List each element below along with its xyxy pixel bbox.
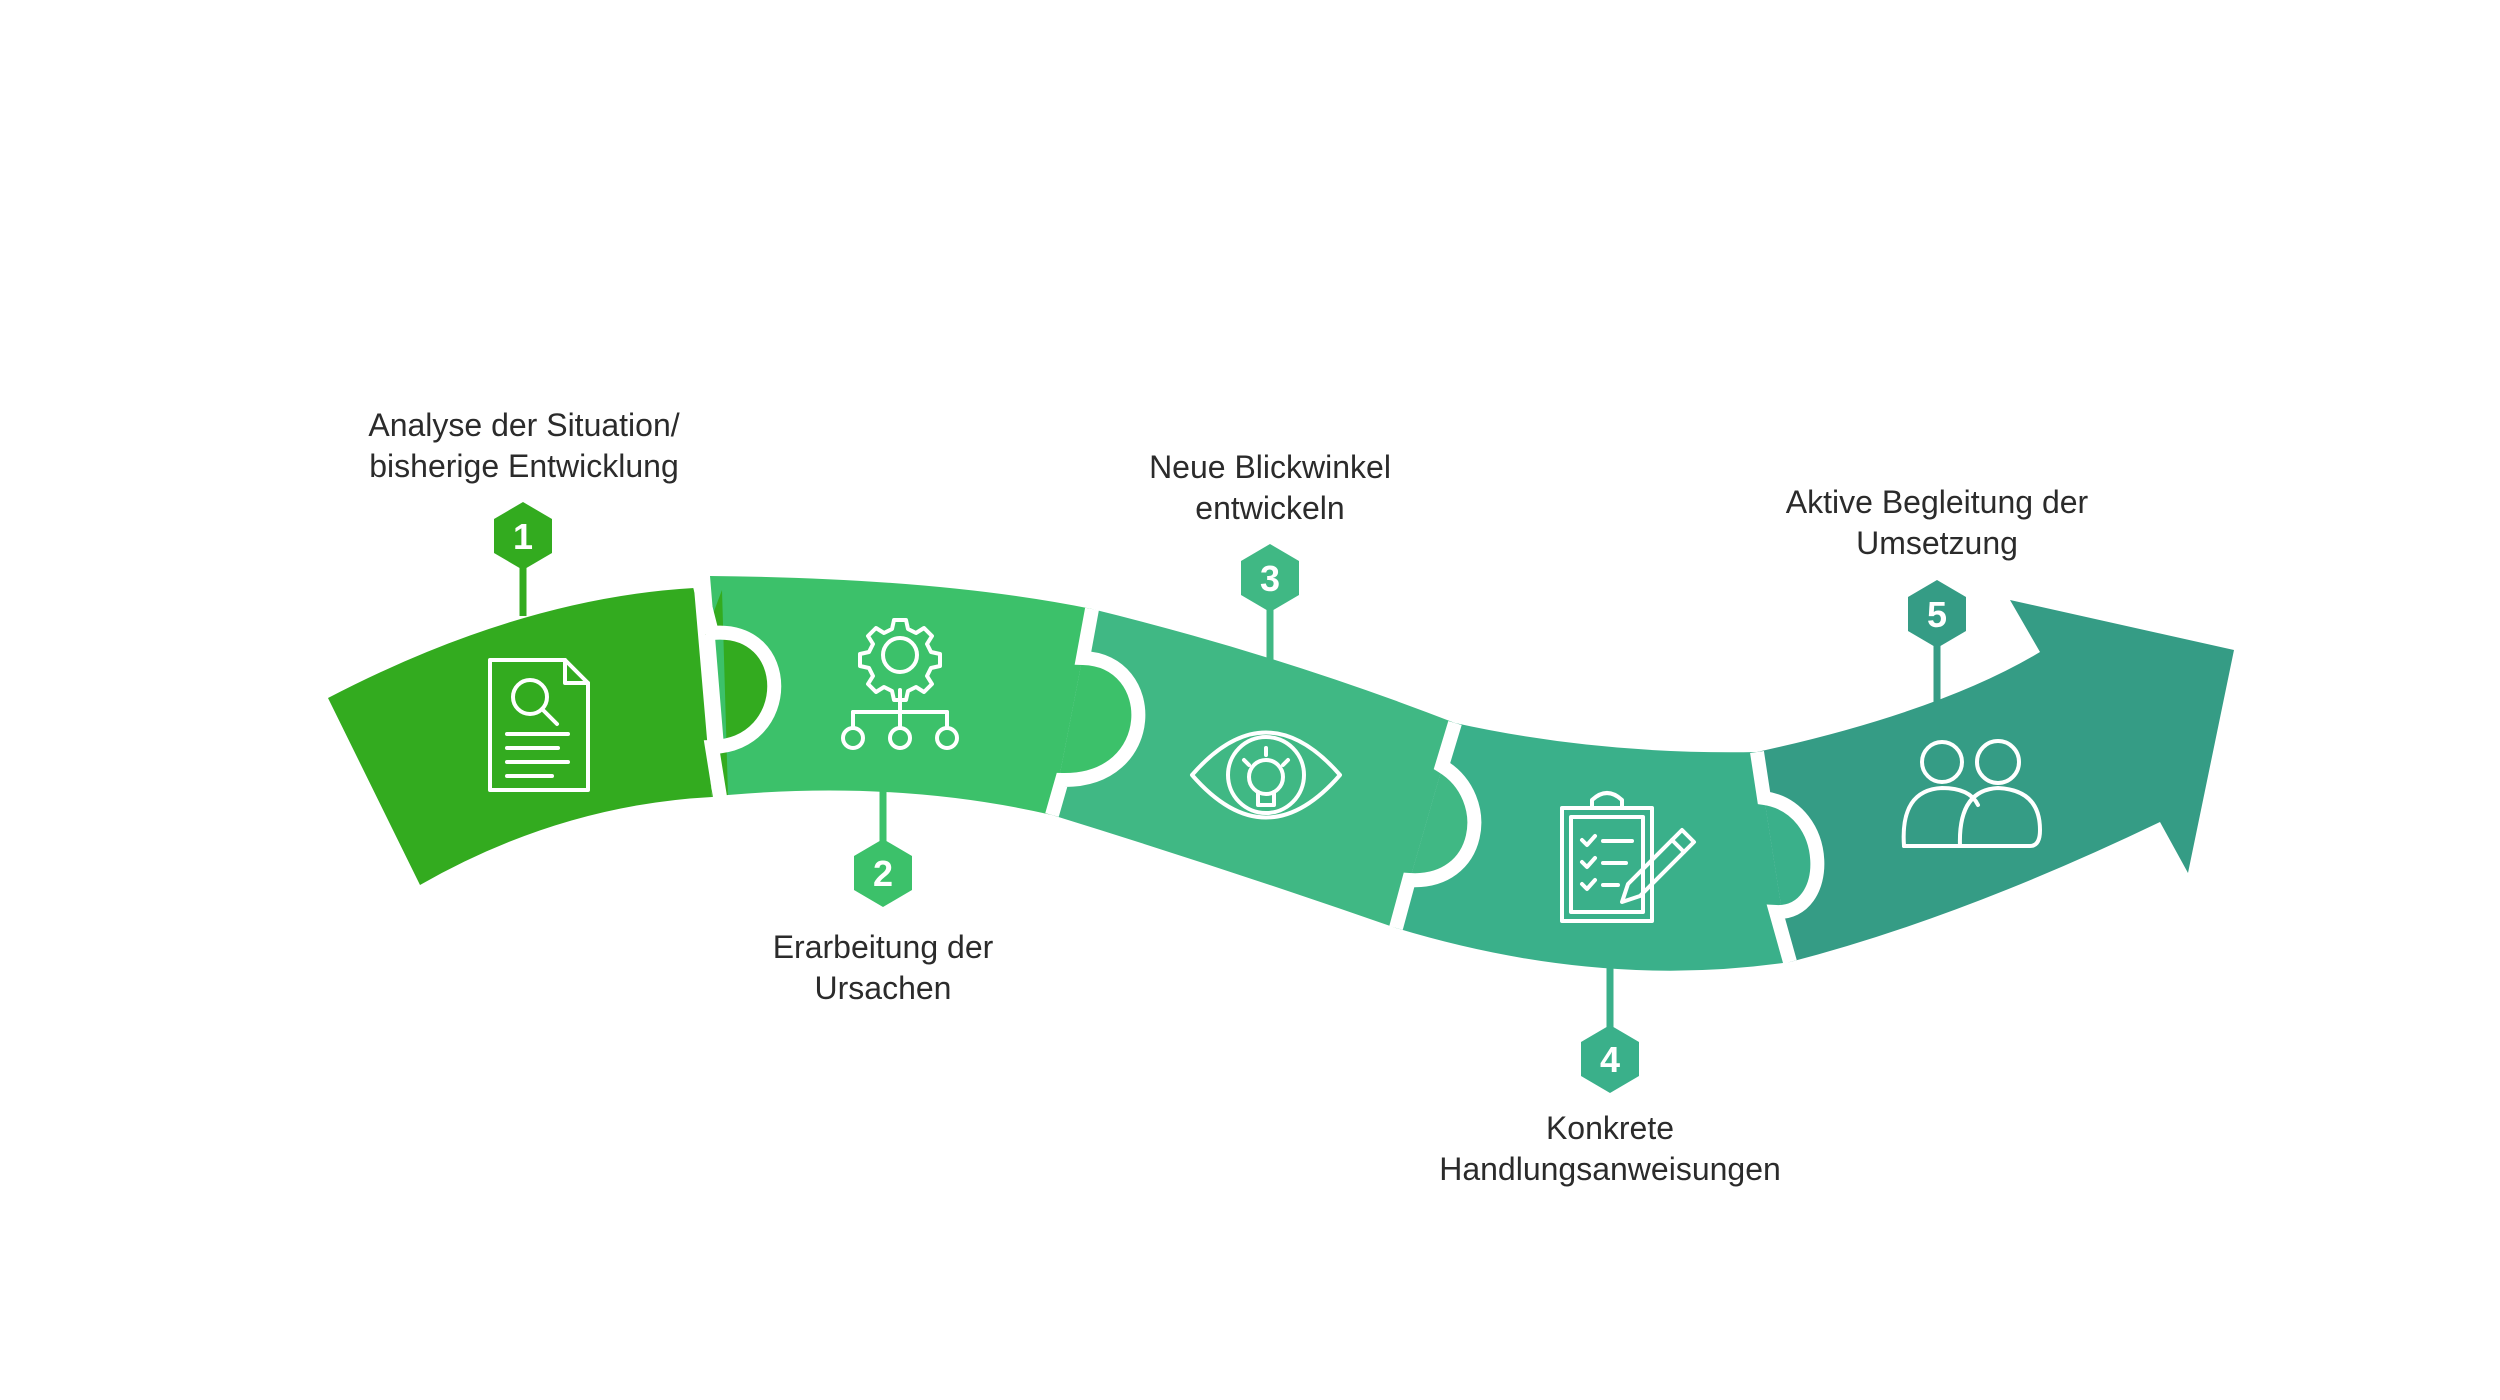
step-5-line-1: Aktive Begleitung der (1785, 484, 2089, 520)
hex-badge-2 (854, 839, 912, 907)
gap-2-3 (1045, 607, 1146, 817)
hex-badge-5 (1908, 580, 1966, 648)
hex-badge-4 (1581, 1025, 1639, 1093)
tab-2-3 (1052, 609, 1137, 815)
step-label-2: Erarbeitung der Ursachen (633, 927, 1133, 1009)
step-3-line-2: entwickeln (1195, 490, 1345, 526)
step-1-line-2: bisherige Entwicklung (369, 448, 679, 484)
eye-lightbulb-icon (1190, 730, 1342, 820)
gap-3-4 (1389, 720, 1482, 930)
step-5-line-2: Umsetzung (1856, 525, 2018, 561)
people-icon (1901, 739, 2042, 848)
step-number-1: 1 (513, 516, 533, 557)
gap-4-5 (1750, 750, 1825, 964)
step-label-1: Analyse der Situation/ bisherige Entwick… (274, 405, 774, 487)
step-3-line-1: Neue Blickwinkel (1149, 449, 1391, 485)
step-4-line-1: Konkrete (1545, 1110, 1675, 1146)
step-label-5: Aktive Begleitung der Umsetzung (1687, 482, 2187, 564)
step-number-3: 3 (1260, 558, 1280, 599)
step-1-line-1: Analyse der Situation/ (368, 407, 680, 443)
step-number-2: 2 (873, 853, 893, 894)
step-2-line-2: Ursachen (814, 970, 952, 1006)
clipboard-checklist-icon (1560, 791, 1696, 923)
step-number-5: 5 (1927, 594, 1947, 635)
step-2-line-1: Erarbeitung der (772, 929, 994, 965)
step-label-3: Neue Blickwinkel entwickeln (1020, 447, 1520, 529)
hex-badge-1 (494, 502, 552, 570)
gear-hierarchy-icon (841, 618, 959, 750)
puzzle-segment-1 (328, 588, 712, 885)
step-label-4: Konkrete Handlungsanweisungen (1360, 1108, 1860, 1190)
step-4-line-2: Handlungsanweisungen (1439, 1151, 1781, 1187)
step-number-4: 4 (1600, 1039, 1620, 1080)
puzzle-segment-4 (1396, 723, 1790, 971)
gap-1-2 (693, 584, 782, 799)
hex-badge-3 (1241, 544, 1299, 612)
document-search-icon (488, 658, 590, 792)
